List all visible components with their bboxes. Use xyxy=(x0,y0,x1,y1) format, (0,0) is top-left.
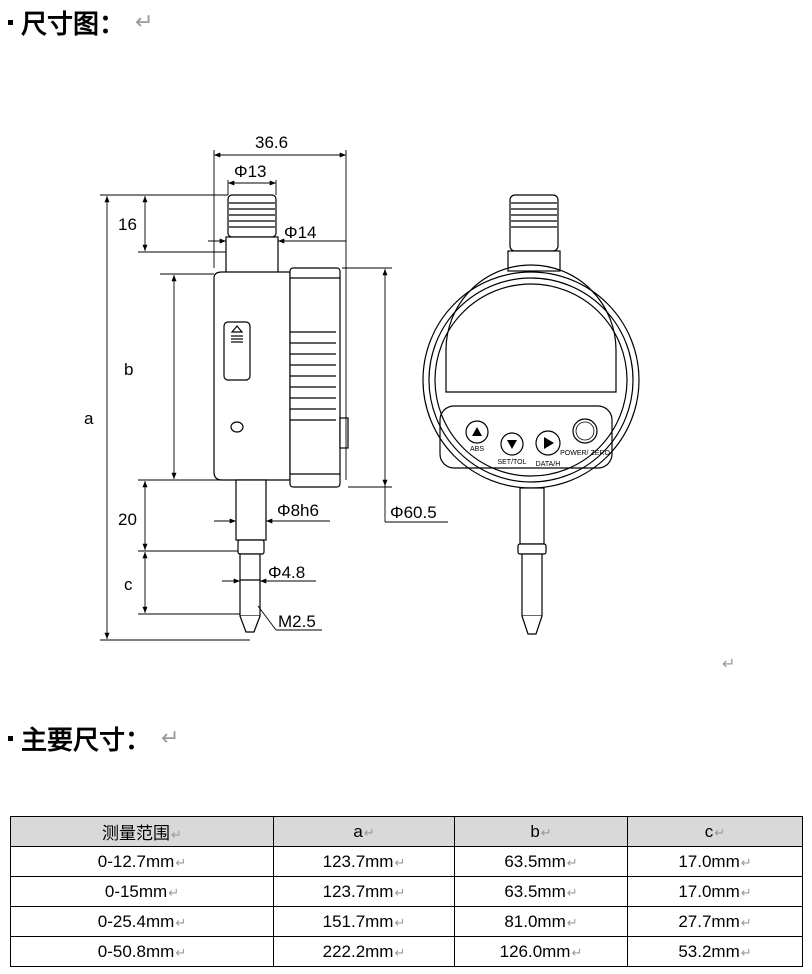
abs-button: ABS xyxy=(465,420,489,453)
heading-dimension-drawing: 尺寸图： ↵ xyxy=(8,4,153,41)
dim-width-label: 36.6 xyxy=(255,133,288,152)
table-cell: 0-15mm↵ xyxy=(10,876,274,907)
dim-stem-dia-label: Φ14 xyxy=(284,223,316,242)
col-header-a: a↵ xyxy=(273,816,455,847)
table-cell: 0-25.4mm↵ xyxy=(10,906,274,937)
dimension-drawing: 36.6 Φ13 Φ14 16 b a 20 Φ8h6 Φ4.8 c M2.5 … xyxy=(84,133,640,641)
front-view xyxy=(422,194,640,635)
return-mark-icon: ↵ xyxy=(135,10,154,35)
table-cell: 63.5mm↵ xyxy=(454,876,628,907)
col-header-c: c↵ xyxy=(627,816,803,847)
power-zero-button-label: POWER/ ZERO xyxy=(560,450,610,457)
set-tol-button: SET/TOL xyxy=(497,432,527,466)
dim-body-height-label: b xyxy=(124,360,133,379)
table-cell: 123.7mm↵ xyxy=(273,876,455,907)
heading-text: 主要尺寸： xyxy=(21,726,152,756)
bullet-icon xyxy=(8,20,13,25)
dim-spindle-len-label: 20 xyxy=(118,510,137,529)
table-cell: 81.0mm↵ xyxy=(454,906,628,937)
dim-tip-dia-label: Φ4.8 xyxy=(268,563,305,582)
table-row: 0-25.4mm↵ 151.7mm↵ 81.0mm↵ 27.7mm↵ xyxy=(10,906,803,937)
return-mark-icon: ↵ xyxy=(722,654,736,673)
dim-spindle-dia-label: Φ8h6 xyxy=(277,501,319,520)
col-header-b: b↵ xyxy=(454,816,628,847)
table-cell: 27.7mm↵ xyxy=(627,906,803,937)
table-cell: 17.0mm↵ xyxy=(627,846,803,877)
table-row: 0-50.8mm↵ 222.2mm↵ 126.0mm↵ 53.2mm↵ xyxy=(10,936,803,967)
table-cell: 222.2mm↵ xyxy=(273,936,455,967)
dim-total-height-label: a xyxy=(84,409,94,428)
dimensions-table: 测量范围↵ a↵ b↵ c↵ 0-12.7mm↵ 123.7mm↵ 63.5mm… xyxy=(10,816,803,967)
side-view xyxy=(213,194,349,633)
table-cell: 151.7mm↵ xyxy=(273,906,455,937)
abs-button-label: ABS xyxy=(470,446,484,453)
front-buttons: ABS SET/TOL DATA/H POWER/ ZERO xyxy=(465,418,610,468)
power-zero-button: POWER/ ZERO xyxy=(560,418,610,457)
table-cell: 123.7mm↵ xyxy=(273,846,455,877)
set-tol-button-label: SET/TOL xyxy=(497,459,526,466)
table-cell: 126.0mm↵ xyxy=(454,936,628,967)
bullet-icon xyxy=(8,736,13,741)
table-row: 0-15mm↵ 123.7mm↵ 63.5mm↵ 17.0mm↵ xyxy=(10,876,803,907)
data-h-button: DATA/H xyxy=(535,430,561,468)
heading-main-dimensions: 主要尺寸： ↵ xyxy=(8,720,179,757)
table-cell: 53.2mm↵ xyxy=(627,936,803,967)
dim-thread-label: M2.5 xyxy=(278,612,316,631)
dim-dial-dia-label: Φ60.5 xyxy=(390,503,437,522)
heading-text: 尺寸图： xyxy=(21,10,126,40)
table-cell: 63.5mm↵ xyxy=(454,846,628,877)
table-cell: 0-50.8mm↵ xyxy=(10,936,274,967)
data-h-button-label: DATA/H xyxy=(536,461,561,468)
dim-cap-dia-label: Φ13 xyxy=(234,162,266,181)
dim-tip-len-label: c xyxy=(124,575,133,594)
return-mark-icon: ↵ xyxy=(161,726,180,751)
table-header-row: 测量范围↵ a↵ b↵ c↵ xyxy=(10,816,803,847)
dim-top-height-label: 16 xyxy=(118,215,137,234)
table-cell: 0-12.7mm↵ xyxy=(10,846,274,877)
table-cell: 17.0mm↵ xyxy=(627,876,803,907)
col-header-range: 测量范围↵ xyxy=(10,816,274,847)
table-row: 0-12.7mm↵ 123.7mm↵ 63.5mm↵ 17.0mm↵ xyxy=(10,846,803,877)
